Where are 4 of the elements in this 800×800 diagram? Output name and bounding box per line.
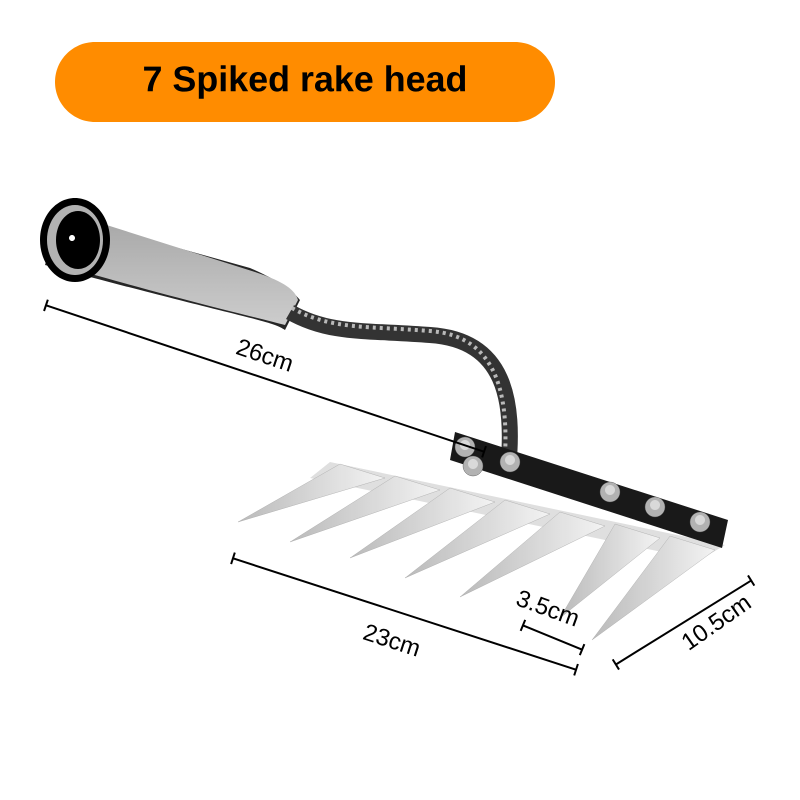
dimension-label: 23cm	[362, 624, 419, 656]
dimension-label: 3.5cm	[516, 590, 578, 626]
title-banner: 7 Spiked rake head	[55, 42, 555, 122]
dimension-label: 26cm	[236, 339, 292, 372]
